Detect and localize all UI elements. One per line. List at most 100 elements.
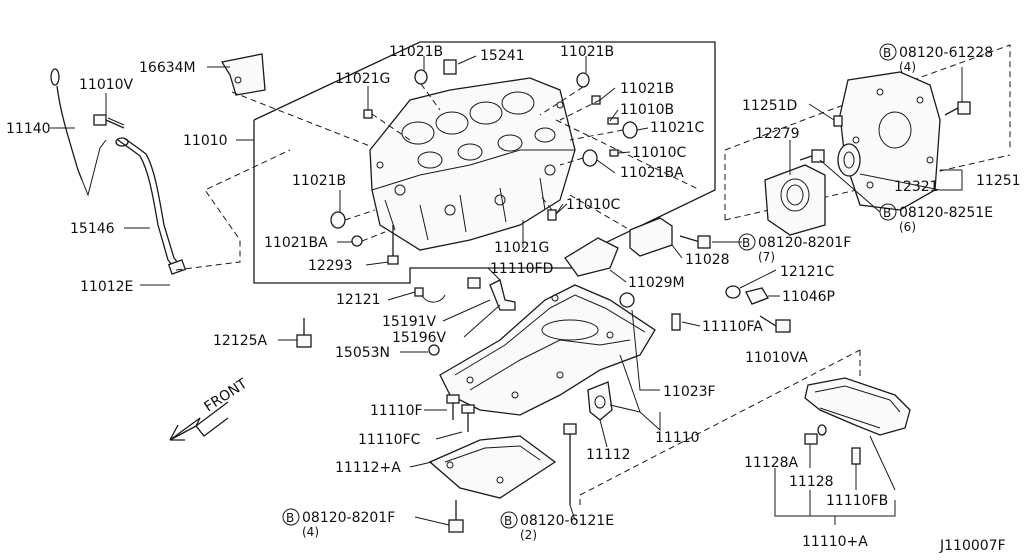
plug-15053N [428,344,440,356]
bracket-11046P [745,287,769,305]
bolt-qty-8201F-bottom: (4) [302,525,319,539]
label-11110: 11110 [655,430,700,446]
label-11128: 11128 [789,474,834,490]
label-11110F: 11110F [370,403,423,419]
baffle-plate [428,435,557,499]
svg-text:B: B [504,514,512,528]
label-11023F: 11023F [663,384,716,400]
plug-11021G [363,109,373,119]
label-11010B: 11010B [620,102,674,118]
oil-seal-12321 [837,143,861,177]
lower-pan-frame [579,349,861,505]
bolt-8201F-top [679,235,711,249]
label-11021BA-left: 11021BA [264,235,328,251]
plug-11021B-right [576,72,590,88]
plug-11023F [619,292,635,308]
label-11251: 11251 [976,173,1021,189]
rear-plate-frame [724,44,1011,221]
label-12121C: 12121C [780,264,835,280]
bolt-qty-8201F-top: (7) [758,250,775,264]
label-11112: 11112 [586,447,631,463]
label-15196V: 15196V [392,330,447,346]
label-11021B-right: 11021B [560,44,614,60]
oil-level-gauge [50,68,107,197]
label-11010V: 11010V [79,77,134,93]
bolt-part-8201F-bottom: 08120-8201F [302,510,395,526]
gasket-12121C [725,285,741,299]
label-11021B-left: 11021B [292,173,346,189]
plug-11021B-left [330,211,363,247]
label-11110FC: 11110FC [358,432,421,448]
bolt-callout-61228: B 08120-61228 (4) [879,43,993,74]
bolt-callout-6121E: B 08120-6121E (2) [500,511,614,542]
bolt-11110F [446,394,475,432]
label-11010VA: 11010VA [745,350,808,366]
bolt-11110FA [671,313,681,331]
leader-lines [50,55,963,526]
label-11046P: 11046P [782,289,835,305]
label-11251D: 11251D [742,98,797,114]
oil-pan-upper [439,284,656,416]
bolt-61228 [944,101,971,116]
label-12125A: 12125A [213,333,268,349]
front-label: FRONT [201,376,250,416]
bolt-part-6121E: 08120-6121E [520,513,614,529]
label-11110FB: 11110FB [826,493,888,509]
label-11021C: 11021C [650,120,705,136]
svg-text:B: B [883,46,891,60]
label-12293: 12293 [308,258,353,274]
svg-text:B: B [286,511,294,525]
bolt-callout-8251E: B 08120-8251E (6) [879,203,993,234]
label-12279: 12279 [755,126,800,142]
label-15146: 15146 [70,221,115,237]
label-11128A: 11128A [744,455,799,471]
label-16634M: 16634M [139,60,196,76]
bolt-11010V-icon [93,114,125,129]
label-15191V: 15191V [382,314,437,330]
bolt-12293 [387,225,399,265]
bolt-callout-8201F-top: B 08120-8201F (7) [738,233,851,264]
bolt-6121E [563,423,577,505]
oil-gauge-guide-tube [115,137,187,275]
gauge-leader [175,149,291,271]
bolt-11110FB [851,447,861,465]
bolt-8251E [799,149,825,163]
bolt-qty-61228: (4) [899,60,916,74]
bracket-16634M [220,53,381,151]
oil-pan-lower [804,377,911,436]
label-11021G-top: 11021G [335,71,390,87]
label-11010: 11010 [183,133,228,149]
part-labels: 16634M 11010V 11140 11010 15146 11012E 1… [6,44,1021,554]
label-12321: 12321 [894,179,939,195]
bolt-part-8201F-top: 08120-8201F [758,235,851,251]
bolt-11010VA [759,315,791,333]
label-15053N: 15053N [335,345,390,361]
label-11112A: 11112+A [335,460,401,476]
plug-15241 [443,59,457,75]
label-11010C-lower: 11010C [566,197,621,213]
bolt-qty-6121E: (2) [520,528,537,542]
svg-text:B: B [742,236,750,250]
drain-plug-11128 [804,424,827,445]
bolt-12125A [296,318,312,348]
front-arrow-icon [169,401,229,441]
bolt-callout-8201F-bottom: B 08120-8201F (4) [282,508,395,539]
cover-11112 [587,381,613,421]
cylinder-block [369,77,576,251]
label-11110A: 11110+A [802,534,868,550]
bracket-11029M [564,237,619,277]
label-11110FA: 11110FA [702,319,763,335]
bolt-part-8251E: 08120-8251E [899,205,993,221]
bolt-qty-8251E: (6) [899,220,916,234]
label-11028: 11028 [685,252,730,268]
label-11012E: 11012E [80,279,133,295]
label-15241: 15241 [480,48,525,64]
label-11029M: 11029M [628,275,685,291]
plug-11021B-top [414,69,428,85]
label-11021BA-right: 11021BA [620,165,684,181]
label-11021G-lower: 11021G [494,240,549,256]
bolt-8201F-bottom [448,500,464,533]
block-leaders [344,83,701,242]
